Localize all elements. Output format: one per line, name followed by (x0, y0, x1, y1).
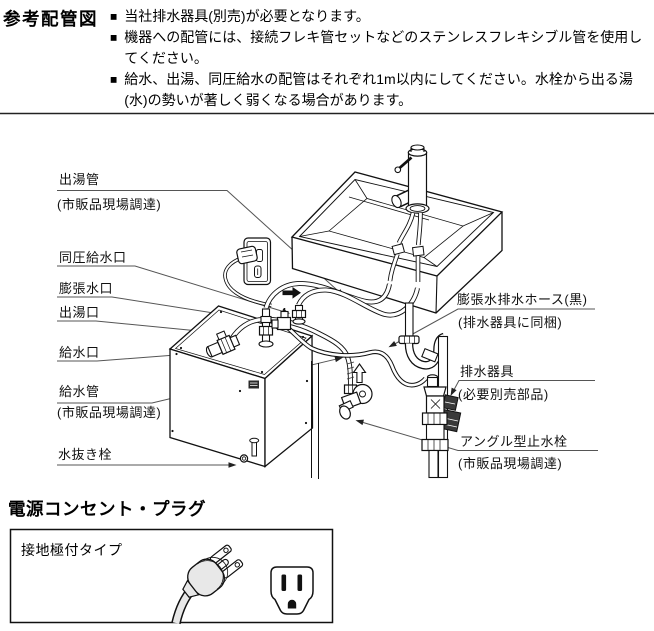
label-angle-stop-valve: アングル型止水栓 (460, 434, 567, 449)
equal-pressure-inlet-fitting (291, 304, 307, 325)
expansion-outlet-valve (271, 308, 292, 331)
label-supply-pipe-note: (市販品現場調達) (57, 405, 161, 420)
expansion-drain-hose (285, 325, 428, 388)
faucet-supply-hoses (387, 212, 425, 282)
drain-fitting-device (421, 374, 462, 479)
note-text: 機器への配管には、接続フレキ管セットなどのステンレスフレキシブル管を使用し てく… (124, 29, 643, 66)
water-inlet-fitting (205, 330, 241, 358)
label-equal-pressure-inlet: 同圧給水口 (59, 250, 127, 265)
power-section-heading: 電源コンセント・プラグ (8, 499, 206, 519)
power-outlet-illustration (270, 566, 314, 615)
diagram-labels: 出湯管 (市販品現場調達) 同圧給水口 膨張水口 出湯口 給水口 給水管 (市販… (57, 172, 588, 471)
supply-pipe (226, 316, 355, 387)
water-heater-unit (168, 305, 314, 468)
flow-arrow-up (352, 363, 367, 384)
label-expansion-outlet: 膨張水口 (59, 281, 113, 296)
note-item: ■ 給水、出湯、同圧給水の配管はそれぞれ1m以内にしてください。水栓から出る湯 … (110, 69, 650, 111)
label-hot-water-pipe: 出湯管 (59, 172, 100, 187)
square-bullet-icon: ■ (110, 72, 118, 87)
label-expansion-hose-note: (排水器具に同梱) (458, 315, 562, 330)
page-title: 参考配管図 (3, 9, 98, 29)
power-plug-illustration (171, 544, 244, 625)
flexible-supply-pipes (263, 280, 420, 318)
drain-plug-hardware (239, 437, 260, 463)
hot-water-outlet-fitting (258, 308, 274, 348)
outlet-ground-hole (287, 599, 297, 609)
label-hot-water-pipe-note: (市販品現場調達) (57, 197, 161, 212)
note-text: 当社排水器具(別売)が必要となります。 (124, 8, 370, 24)
outlet-slot-right (297, 574, 303, 591)
label-drain-fitting: 排水器具 (460, 364, 514, 379)
flow-arrow-right (282, 287, 301, 299)
label-angle-stop-valve-note: (市販品現場調達) (458, 456, 562, 471)
label-hot-water-outlet: 出湯口 (59, 305, 100, 320)
rating-plate (248, 380, 259, 389)
label-expansion-hose: 膨張水排水ホース(黒) (457, 292, 588, 307)
plug-type-label: 接地極付タイプ (21, 542, 123, 558)
note-item: ■ 機器への配管には、接続フレキ管セットなどのステンレスフレキシブル管を使用し … (110, 27, 650, 69)
angle-stop-valve (311, 361, 373, 479)
label-drain-plug: 水抜き栓 (58, 447, 112, 462)
heater-top-fittings (205, 304, 307, 358)
wall-edge (311, 361, 319, 479)
plug-inserted (236, 245, 258, 265)
square-bullet-icon: ■ (110, 30, 118, 45)
notes-list: ■ 当社排水器具(別売)が必要となります。 ■ 機器への配管には、接続フレキ管セ… (110, 6, 650, 111)
faucet (391, 144, 430, 214)
label-drain-fitting-note: (必要別売部品) (458, 387, 549, 402)
note-text: 給水、出湯、同圧給水の配管はそれぞれ1m以内にしてください。水栓から出る湯 (水… (124, 71, 633, 108)
label-supply-pipe: 給水管 (59, 384, 100, 399)
outlet-slot-left (281, 574, 287, 591)
label-water-inlet: 給水口 (59, 345, 100, 360)
square-bullet-icon: ■ (110, 9, 118, 24)
note-item: ■ 当社排水器具(別売)が必要となります。 (110, 6, 650, 27)
wall-outlet (223, 237, 272, 308)
